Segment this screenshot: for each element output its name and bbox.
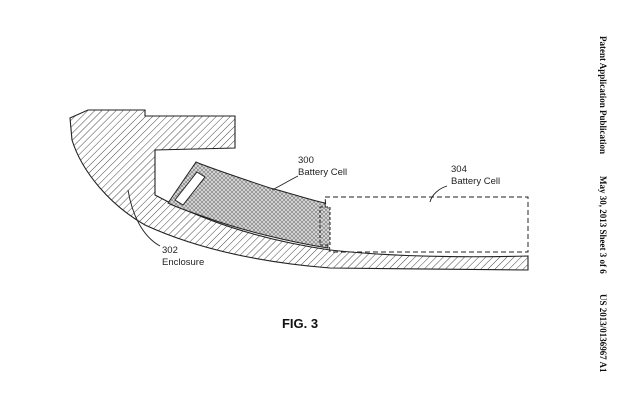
label-304-text: Battery Cell (451, 176, 500, 187)
leader-300 (271, 175, 299, 191)
enclosure-section (69, 109, 529, 271)
label-302-text: Enclosure (162, 257, 204, 268)
battery-cell-304-tab (319, 206, 331, 246)
label-304-ref: 304 (451, 164, 467, 175)
figure-caption: FIG. 3 (282, 316, 318, 331)
label-300-text: Battery Cell (298, 167, 347, 178)
label-300-ref: 300 (298, 155, 314, 166)
header-number: US 2013/0136967 A1 (598, 294, 608, 373)
header-date-sheet: May 30, 2013 Sheet 3 of 6 (598, 176, 608, 274)
header-publication: Patent Application Publication (598, 36, 608, 154)
label-302-ref: 302 (162, 245, 178, 256)
battery-cell-304 (324, 196, 529, 253)
sheet-header: Patent Application Publication May 30, 2… (598, 36, 608, 373)
battery-cell-300-tab (174, 171, 206, 206)
leader-302 (127, 189, 161, 247)
battery-cell-300 (167, 161, 329, 249)
leader-304 (429, 185, 448, 203)
